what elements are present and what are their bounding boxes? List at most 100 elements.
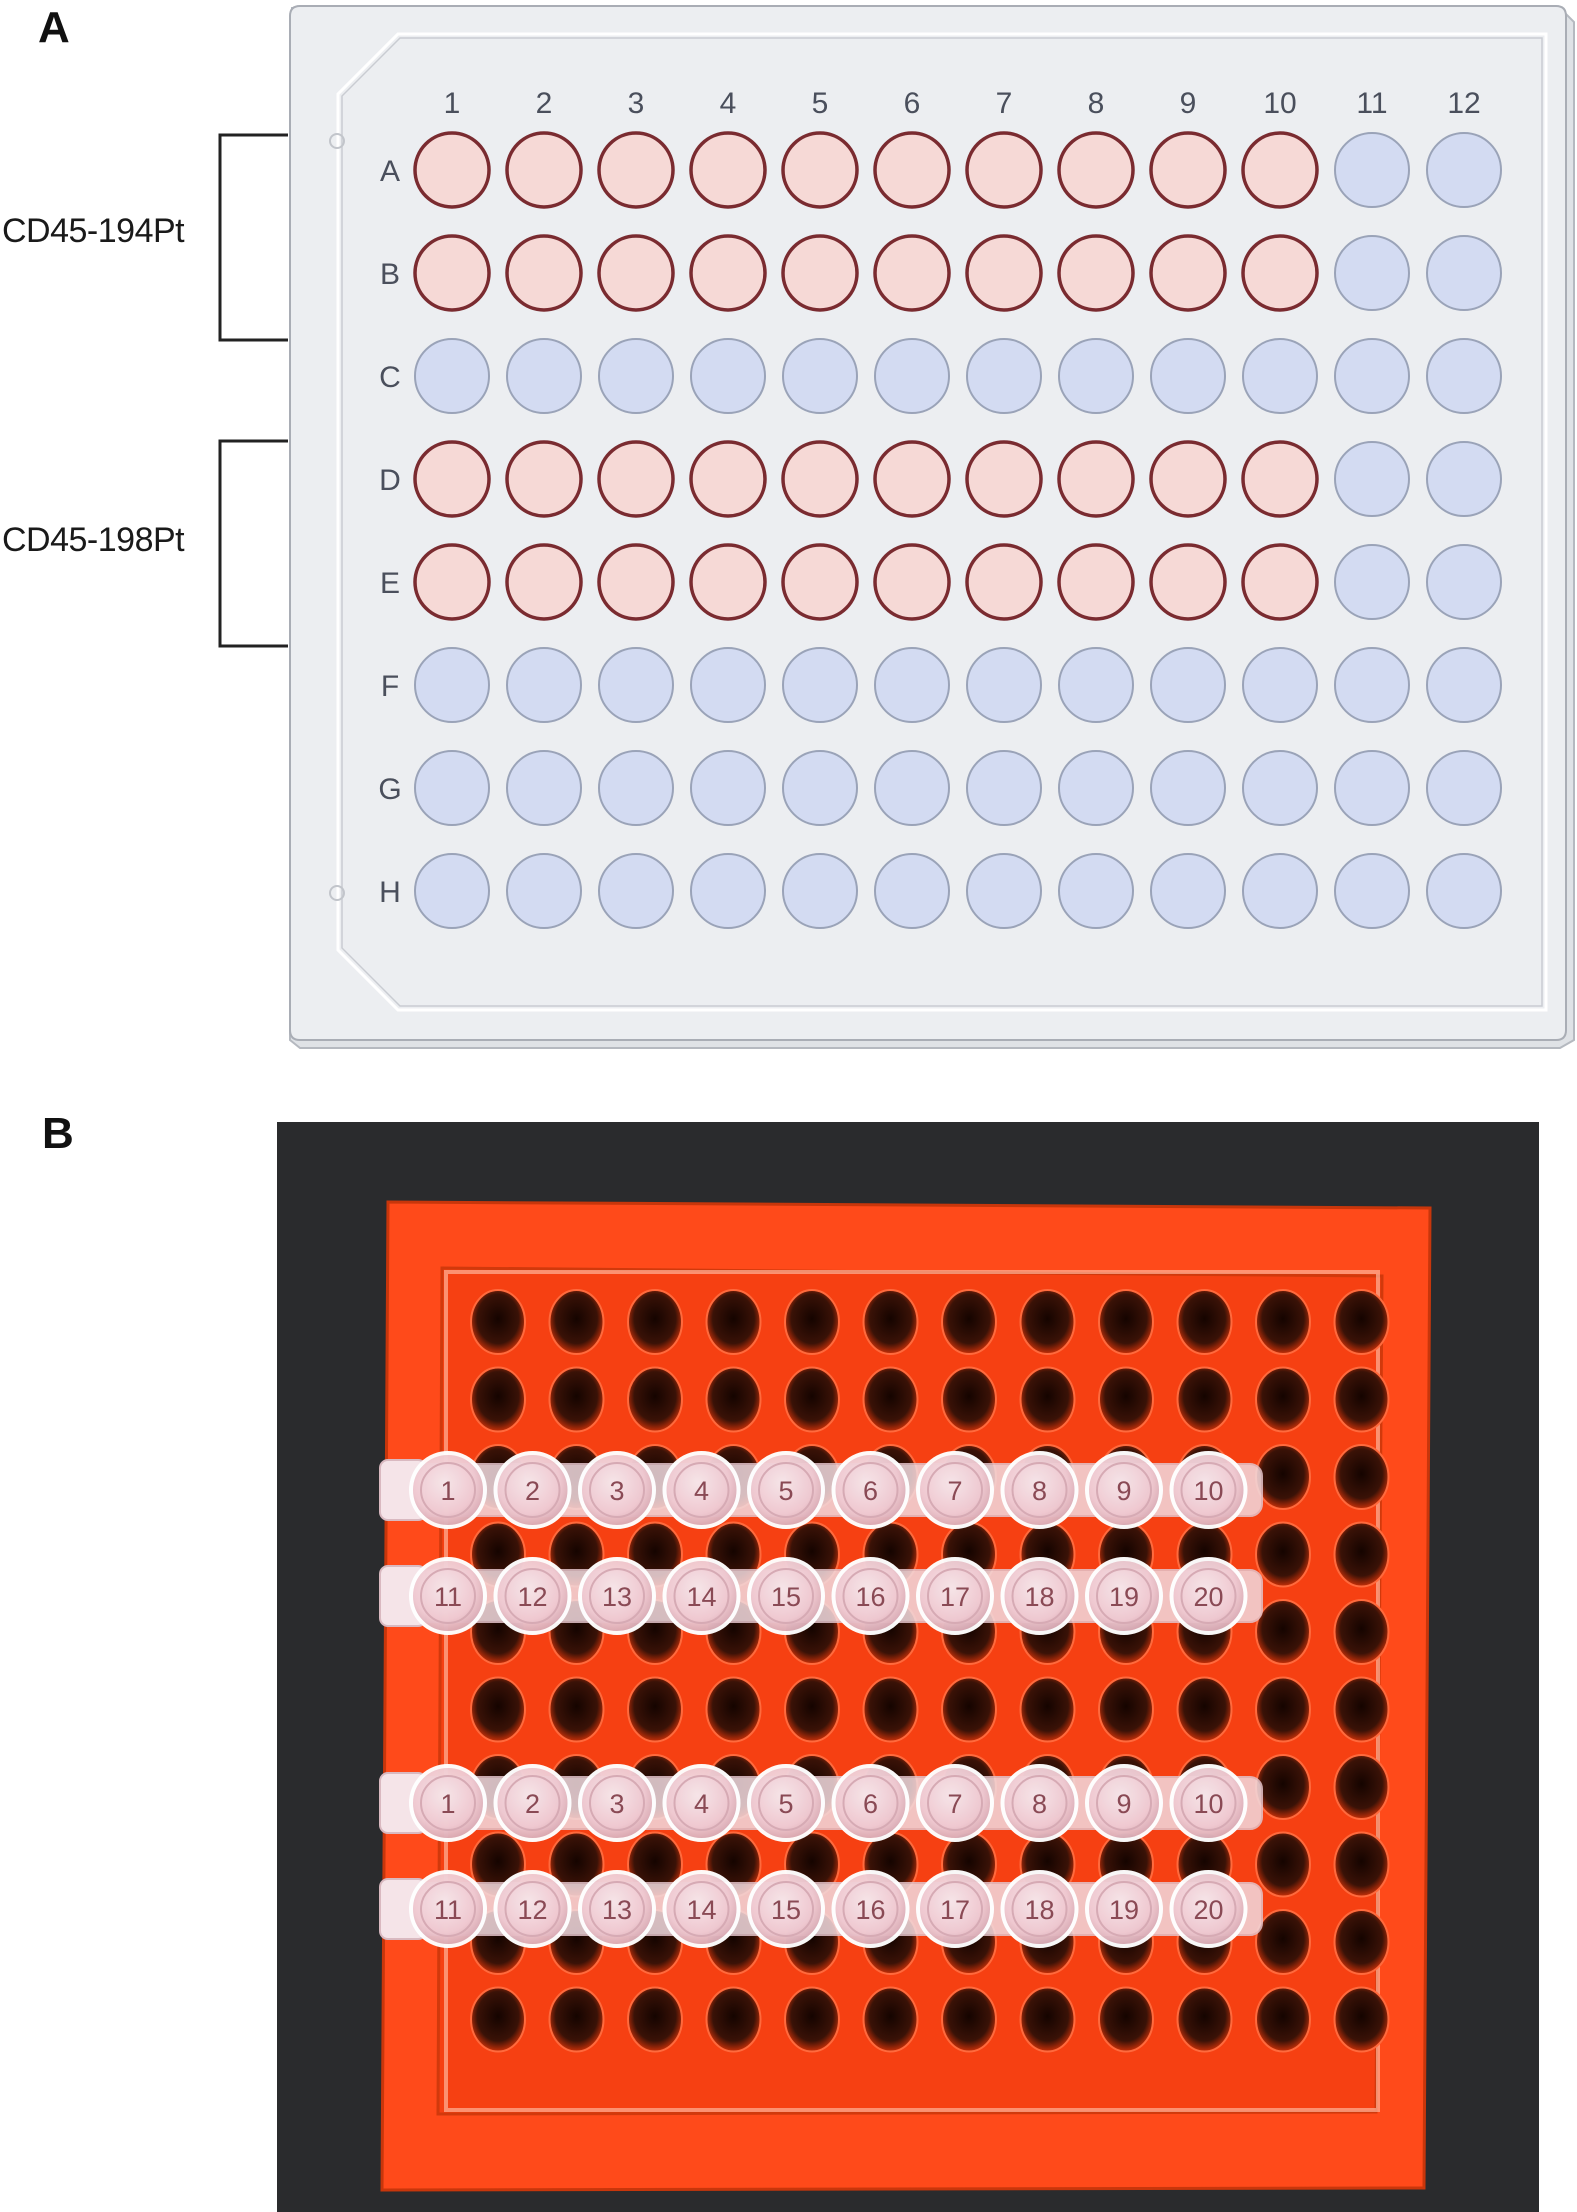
rack-hole (705, 1366, 762, 1433)
well-empty (1334, 235, 1410, 311)
well-filled (413, 131, 491, 209)
well-empty (1426, 338, 1502, 414)
rack-hole (1255, 1754, 1311, 1820)
tube-cap-label: 9 (1116, 1476, 1131, 1506)
rack-hole (705, 1986, 762, 2053)
rack-hole (862, 1676, 919, 1743)
well-empty (598, 853, 674, 929)
tube-cap-ring (589, 1775, 645, 1831)
column-label: 12 (1447, 87, 1480, 120)
rack-hole (548, 1366, 605, 1433)
well-empty (1334, 750, 1410, 826)
rack-hole (784, 1366, 840, 1433)
tube-cap-label: 13 (602, 1895, 632, 1925)
tube-cap-ring (504, 1568, 561, 1624)
rack-hole (1019, 1366, 1076, 1433)
rack-hole (941, 1986, 997, 2053)
tube-cap-ring (1180, 1775, 1237, 1831)
tube-cap-ring (589, 1881, 645, 1937)
plate-mark-bottom (329, 885, 345, 901)
tube-cap-ring (673, 1881, 730, 1937)
well-empty (1334, 853, 1410, 929)
tube-cap-label: 9 (1116, 1789, 1131, 1819)
well-filled (1057, 543, 1135, 621)
tube-cap-label: 2 (525, 1476, 540, 1506)
rack-hole (548, 1676, 605, 1743)
rack-hole (1098, 1676, 1154, 1743)
well-empty (1426, 750, 1502, 826)
well-empty (414, 750, 490, 826)
well-empty (1334, 544, 1410, 620)
well-filled (781, 131, 859, 209)
tube-cap-label: 15 (771, 1582, 801, 1612)
well-filled (965, 234, 1043, 312)
tube-cap-label: 11 (434, 1582, 462, 1612)
group-bracket-194pt (218, 133, 288, 342)
rack-hole (1333, 1909, 1390, 1975)
rack-hole (1098, 1289, 1154, 1355)
column-label: 6 (904, 87, 921, 120)
wells (413, 131, 1502, 929)
well-empty (414, 647, 490, 723)
well-filled (965, 131, 1043, 209)
well-empty (1058, 853, 1134, 929)
column-label: 11 (1356, 87, 1387, 120)
rack-hole (548, 1289, 605, 1355)
tube-cap-label: 2 (525, 1789, 540, 1819)
tube-cap-ring (842, 1881, 899, 1937)
well-empty (966, 338, 1042, 414)
well-filled (1149, 440, 1227, 518)
row-label: H (379, 876, 401, 909)
tube-cap-ring (420, 1881, 476, 1937)
well-empty (506, 853, 582, 929)
rack-hole (1255, 1599, 1311, 1665)
well-filled (965, 543, 1043, 621)
plate-inner-outline-shade (341, 37, 1543, 1007)
rack-hole (1333, 1289, 1390, 1355)
rack-hole (1176, 1986, 1233, 2053)
rack-hole (548, 1986, 605, 2053)
rack-hole (470, 1289, 526, 1355)
well-empty (1150, 750, 1226, 826)
well-empty (690, 853, 766, 929)
tube-cap-ring (1096, 1568, 1152, 1624)
well-filled (1241, 234, 1319, 312)
well-empty (874, 338, 950, 414)
well-empty (1334, 441, 1410, 517)
tube-cap-ring (1180, 1881, 1237, 1937)
well-filled (1241, 131, 1319, 209)
well-filled (873, 543, 951, 621)
tube-cap-ring (1011, 1881, 1068, 1937)
tube-cap-ring (927, 1462, 983, 1518)
rack-hole (1255, 1289, 1311, 1355)
well-empty (598, 338, 674, 414)
well-filled (505, 543, 583, 621)
tube-cap-label: 16 (855, 1895, 885, 1925)
rack-hole (705, 1676, 762, 1743)
rack-hole (941, 1676, 997, 1743)
plate-mark-top (329, 133, 345, 149)
well-empty (874, 647, 950, 723)
tube-cap-label: 8 (1032, 1476, 1047, 1506)
tube-cap-ring (758, 1881, 814, 1937)
tube-cap-ring (1011, 1568, 1068, 1624)
row-label: G (378, 773, 401, 806)
rack-hole (1255, 1909, 1311, 1975)
well-empty (782, 647, 858, 723)
tube-cap-ring (1180, 1568, 1237, 1624)
rack-hole (470, 1366, 526, 1433)
well-empty (782, 750, 858, 826)
column-label: 9 (1180, 87, 1197, 120)
tube-cap-ring (842, 1462, 899, 1518)
well-empty (506, 750, 582, 826)
well-empty (506, 338, 582, 414)
tube-cap-label: 5 (778, 1476, 793, 1506)
tube-cap-label: 16 (855, 1582, 885, 1612)
well-empty (1150, 338, 1226, 414)
well-filled (873, 440, 951, 518)
well-empty (782, 338, 858, 414)
well-empty (414, 853, 490, 929)
tube-cap-ring (504, 1775, 561, 1831)
